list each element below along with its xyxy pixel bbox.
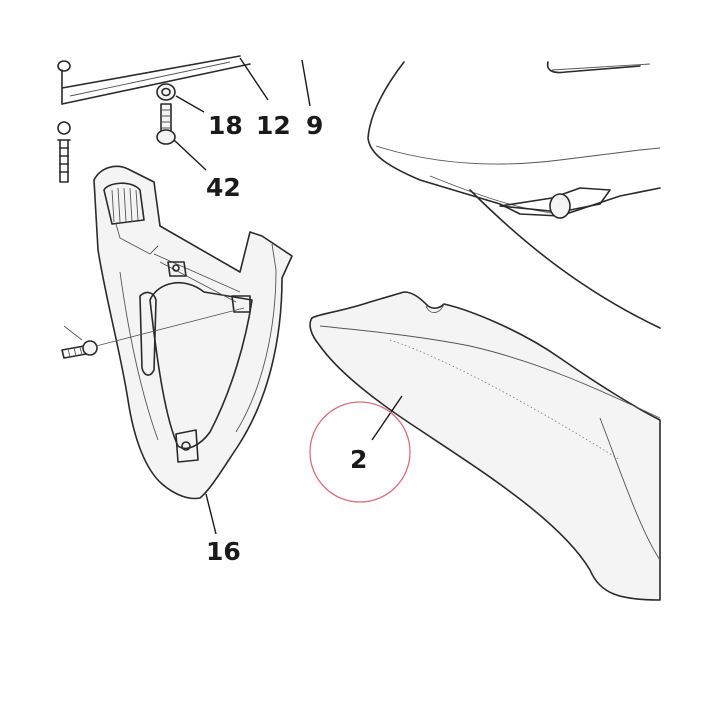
body-cowl-upper bbox=[367, 61, 661, 329]
cowl-fitting bbox=[499, 187, 611, 219]
callout-16: 16 bbox=[206, 537, 241, 566]
callout-18: 18 bbox=[208, 111, 243, 140]
screw-part-42 bbox=[156, 103, 176, 145]
side-bolt bbox=[61, 307, 245, 359]
side-panel-part-2 bbox=[309, 291, 661, 601]
leader-18 bbox=[175, 95, 205, 113]
left-edge-screw-2 bbox=[57, 121, 71, 183]
leader-16 bbox=[205, 493, 217, 535]
highlight-circle-callout-2 bbox=[309, 401, 411, 503]
leader-42 bbox=[173, 139, 207, 171]
fender-part-16 bbox=[93, 165, 293, 500]
callout-9: 9 bbox=[306, 111, 323, 140]
fender-ribbed-grip bbox=[103, 182, 145, 225]
leader-9 bbox=[301, 59, 311, 107]
washer-part-18 bbox=[156, 83, 176, 101]
upper-bracket-fragment bbox=[57, 55, 251, 183]
leader-12 bbox=[239, 57, 269, 101]
leader-2 bbox=[371, 395, 403, 441]
callout-12: 12 bbox=[256, 111, 291, 140]
left-edge-screw-1 bbox=[57, 60, 71, 72]
leader-lines bbox=[173, 57, 403, 535]
callout-42: 42 bbox=[206, 173, 241, 202]
callout-2: 2 bbox=[350, 445, 367, 474]
